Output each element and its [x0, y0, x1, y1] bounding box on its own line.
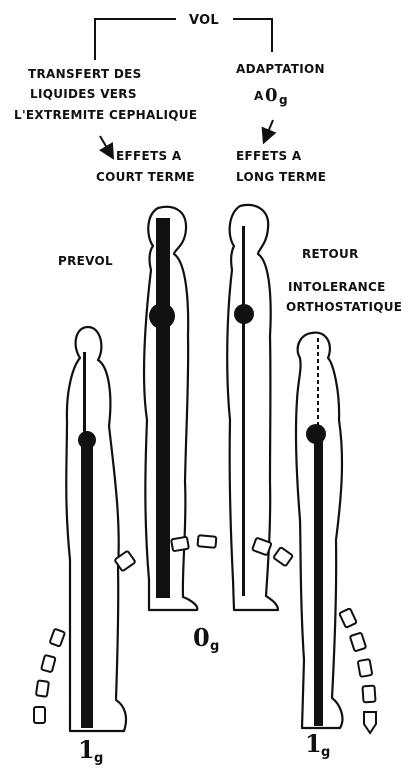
long-term-line-1: EFFETS A [236, 149, 302, 163]
short-term-line-1: EFFETS A [116, 149, 182, 163]
gravity-label-right: 1 g [305, 729, 331, 760]
gravity-right-value: 1 [305, 729, 322, 758]
right-branch-connector [233, 19, 272, 52]
long-term-line-2: LONG TERME [236, 170, 326, 184]
transfer-line-1: TRANSFERT DES [28, 67, 142, 81]
long-term-arrow [266, 120, 273, 137]
center-of-mass-preflight [78, 431, 96, 449]
center-of-mass-return [306, 424, 326, 444]
gravity-center-value: 0 [193, 623, 210, 652]
intolerance-line-2: ORTHOSTATIQUE [286, 300, 402, 314]
return-label: RETOUR [302, 247, 359, 261]
short-term-arrow [100, 136, 110, 153]
transfer-line-2: LIQUIDES VERS [30, 87, 137, 101]
gravity-left-value: 1 [78, 735, 95, 764]
flight-label: VOL [189, 13, 219, 28]
short-term-line-2: COURT TERME [96, 170, 195, 184]
figure-short-term [144, 207, 197, 610]
center-of-mass-long-term [234, 304, 254, 324]
figure-preflight [66, 327, 126, 731]
gravity-left-unit: g [94, 751, 104, 766]
transfer-line-3: L'EXTREMITE CEPHALIQUE [14, 108, 197, 122]
gravity-center-unit: g [210, 639, 220, 654]
adaptation-line-1: ADAPTATION [236, 62, 325, 76]
preflight-label: PREVOL [58, 254, 113, 268]
figure-return [296, 333, 342, 728]
gravity-right-unit: g [321, 745, 331, 760]
flow-diagram: VOL TRANSFERT DES LIQUIDES VERS L'EXTREM… [14, 13, 326, 184]
gravity-label-left: 1 g [78, 735, 104, 766]
adaptation-prefix: A [254, 89, 264, 103]
adaptation-zero: 0 [265, 85, 278, 106]
intolerance-line-1: INTOLERANCE [288, 280, 386, 294]
adaptation-g: g [279, 93, 288, 107]
center-of-mass-short-term [149, 303, 175, 329]
left-branch-connector [95, 19, 176, 60]
gravity-label-center: 0 g [193, 623, 220, 654]
